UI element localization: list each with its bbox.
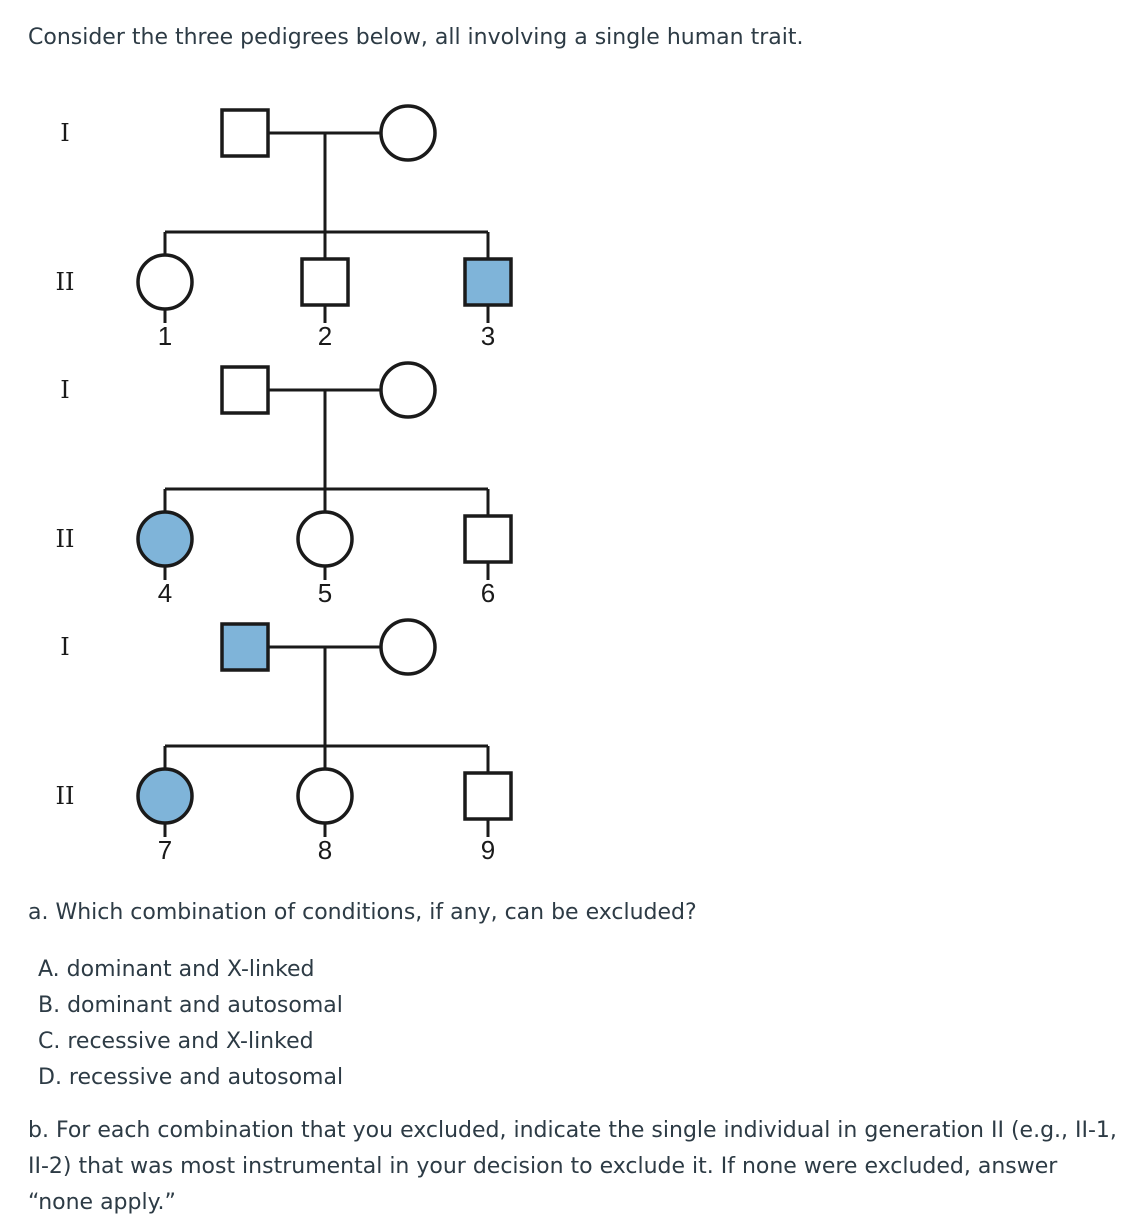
individual-number-6: 6	[481, 578, 495, 608]
generation-label-ii: II	[56, 525, 75, 553]
mother-symbol	[379, 618, 437, 676]
individual-number-8: 8	[318, 835, 332, 865]
child-symbol-8	[296, 767, 354, 825]
child-symbol-5	[296, 510, 354, 568]
generation-label-i: I	[60, 633, 69, 661]
child-symbol-1	[136, 253, 194, 311]
individual-number-5: 5	[318, 578, 332, 608]
child-symbol-9	[463, 771, 513, 821]
option-c[interactable]: C. recessive and X-linked	[38, 1029, 314, 1054]
answer-options: A. dominant and X-linked B. dominant and…	[38, 952, 343, 1096]
generation-label-i: I	[60, 119, 69, 147]
option-d[interactable]: D. recessive and autosomal	[38, 1065, 344, 1090]
individual-number-9: 9	[481, 835, 495, 865]
individual-number-1: 1	[158, 321, 172, 351]
mother-symbol	[379, 361, 437, 419]
individual-number-4: 4	[158, 578, 172, 608]
question-b: b. For each combination that you exclude…	[28, 1118, 1117, 1215]
intro-text: Consider the three pedigrees below, all …	[28, 25, 804, 50]
option-b[interactable]: B. dominant and autosomal	[38, 993, 343, 1018]
generation-label-i: I	[60, 376, 69, 404]
child-symbol-6	[463, 514, 513, 564]
child-symbol-7	[136, 767, 194, 825]
father-symbol	[220, 622, 270, 672]
generation-label-ii: II	[56, 782, 75, 810]
individual-number-7: 7	[158, 835, 172, 865]
child-symbol-3	[463, 257, 513, 307]
father-symbol	[220, 365, 270, 415]
question-a: a. Which combination of conditions, if a…	[28, 900, 697, 925]
child-symbol-2	[300, 257, 350, 307]
generation-label-ii: II	[56, 268, 75, 296]
individual-number-3: 3	[481, 321, 495, 351]
mother-symbol	[379, 104, 437, 162]
option-a[interactable]: A. dominant and X-linked	[38, 957, 315, 982]
individual-number-2: 2	[318, 321, 332, 351]
father-symbol	[220, 108, 270, 158]
child-symbol-4	[136, 510, 194, 568]
